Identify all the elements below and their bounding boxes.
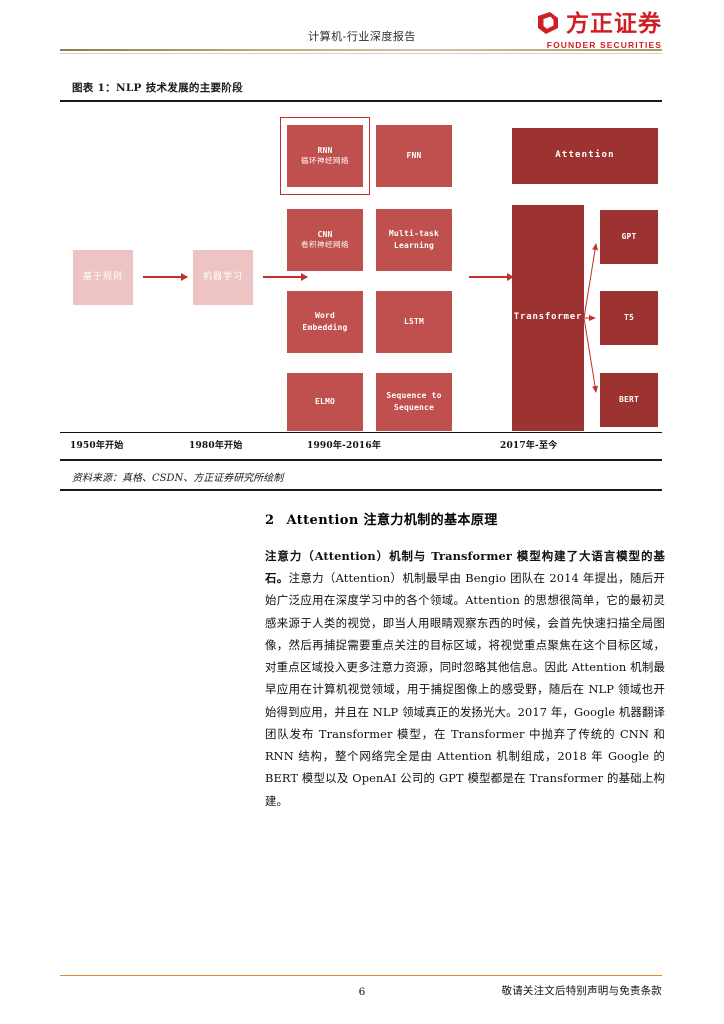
logo-english-name: FOUNDER SECURITIES (546, 40, 662, 50)
node-bert-label: BERT (618, 395, 640, 405)
section-number: 2 (265, 513, 275, 528)
node-rnn-label: RNN (317, 145, 333, 155)
timeline-label-3: 1990年-2016年 (307, 441, 382, 451)
node-word-embedding-line1: Word (314, 311, 336, 321)
node-seq2seq-line2: Sequence (393, 403, 435, 412)
rnn-highlight-frame (280, 117, 370, 195)
node-cnn-label: CNN (317, 229, 333, 239)
footer-disclaimer: 敬请关注文后特别声明与免责条款 (501, 985, 662, 997)
body-paragraph: 注意力（Attention）机制最早由 Bengio 团队在 2014 年提出，… (265, 571, 665, 808)
body-lead: 注意力（Attention）机制与 Transformer 模型构建了大语言模型… (265, 549, 665, 586)
node-rnn-sublabel: 循环神经网络 (301, 156, 349, 166)
founder-hexagon-mark-icon (534, 10, 560, 36)
node-seq2seq-line1: Sequence to (386, 391, 442, 401)
node-fnn: FNN (376, 125, 452, 187)
timeline-label-4: 2017年-至今 (500, 441, 558, 451)
section-body: 注意力（Attention）机制与 Transformer 模型构建了大语言模型… (265, 545, 665, 812)
node-rule-based: 基于规则 (73, 250, 133, 305)
node-multitask-learning: Multi-task Learning (376, 209, 452, 271)
timeline-label-1: 1950年开始 (70, 441, 124, 451)
node-cnn: CNN 卷积神经网络 (287, 209, 363, 271)
node-elmo-label: ELMO (314, 397, 336, 407)
brand-logo: 方正证券 (534, 10, 662, 36)
node-transformer-label: Transformer (513, 312, 583, 323)
logo-chinese-name: 方正证券 (566, 9, 662, 37)
node-word-embedding-line2: Embedding (302, 323, 348, 332)
node-cnn-sublabel: 卷积神经网络 (301, 240, 349, 250)
node-word-embedding: Word Embedding (287, 291, 363, 353)
node-machine-learning-label: 机器学习 (202, 271, 243, 282)
timeline-axis (60, 432, 662, 433)
node-lstm-label: LSTM (403, 317, 425, 327)
figure-bottom-rule (60, 459, 662, 461)
figure-top-rule (60, 100, 662, 102)
node-attention: Attention (512, 128, 658, 184)
node-seq2seq: Sequence to Sequence (376, 373, 452, 431)
node-elmo: ELMO (287, 373, 363, 431)
arrow-rule-to-ml (143, 273, 188, 281)
node-rnn: RNN 循环神经网络 (287, 125, 363, 187)
node-transformer: Transformer (512, 205, 584, 431)
footer-divider (60, 974, 662, 976)
header-divider (60, 49, 662, 51)
figure-source-note: 资料来源：真格、CSDN、方正证券研究所绘制 (72, 473, 284, 484)
node-lstm: LSTM (376, 291, 452, 353)
node-t5-label: T5 (623, 313, 635, 323)
header-divider-secondary (60, 53, 662, 54)
node-attention-label: Attention (555, 150, 615, 161)
arrow-ml-to-deep (263, 273, 308, 281)
node-multitask-line1: Multi-task (388, 229, 440, 239)
section-title: Attention 注意力机制的基本原理 (286, 513, 498, 528)
arrow-deep-to-transformer (469, 273, 514, 281)
node-bert: BERT (600, 373, 658, 427)
section-heading: 2 Attention 注意力机制的基本原理 (265, 509, 498, 528)
node-gpt-label: GPT (621, 232, 637, 242)
node-multitask-line2: Learning (393, 241, 435, 250)
node-gpt: GPT (600, 210, 658, 264)
page-number: 6 (358, 986, 366, 998)
nlp-timeline-diagram: 基于规则 机器学习 RNN 循环神经网络 FNN CNN 卷积神经网络 Mult… (60, 104, 662, 454)
node-machine-learning: 机器学习 (193, 250, 253, 305)
node-t5: T5 (600, 291, 658, 345)
timeline-label-2: 1980年开始 (189, 441, 243, 451)
figure-source-rule (60, 489, 662, 491)
header-title: 计算机-行业深度报告 (308, 30, 416, 43)
node-fnn-label: FNN (406, 151, 422, 161)
node-rule-based-label: 基于规则 (82, 271, 123, 282)
page-header: 计算机-行业深度报告 方正证券 FOUNDER SECURITIES (0, 0, 724, 72)
figure-caption: 图表 1：NLP 技术发展的主要阶段 (72, 82, 243, 94)
